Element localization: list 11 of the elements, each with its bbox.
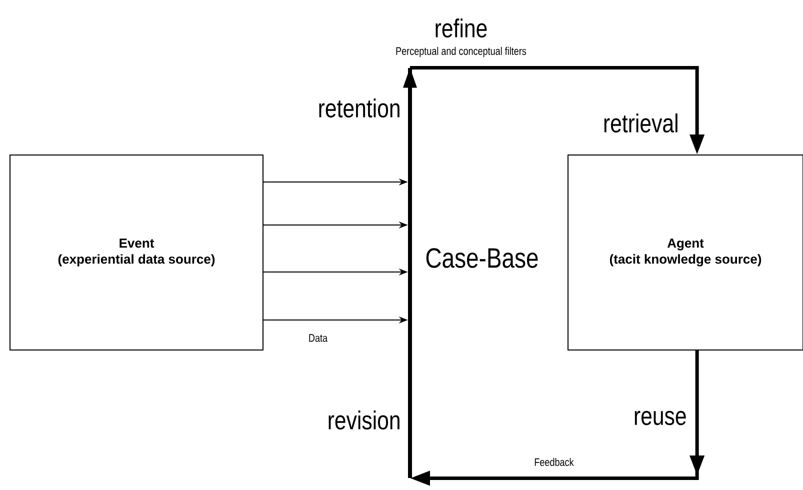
vertical-arrow <box>403 68 417 478</box>
phase-label: retention <box>319 98 400 118</box>
phase-label: Case-Base <box>426 248 538 268</box>
edge-label: Perceptual and conceptual filters <box>394 46 528 58</box>
phase-label: reuse <box>634 410 686 426</box>
process-box: Agent (tacit knowledge source) <box>568 154 803 350</box>
edge-label: Feedback <box>533 456 575 468</box>
process-box: Event (experiential data source) <box>10 154 264 350</box>
phase-label: retrieval <box>604 113 678 133</box>
edge-label: Data <box>307 333 329 343</box>
phase-label: refine <box>436 18 487 38</box>
